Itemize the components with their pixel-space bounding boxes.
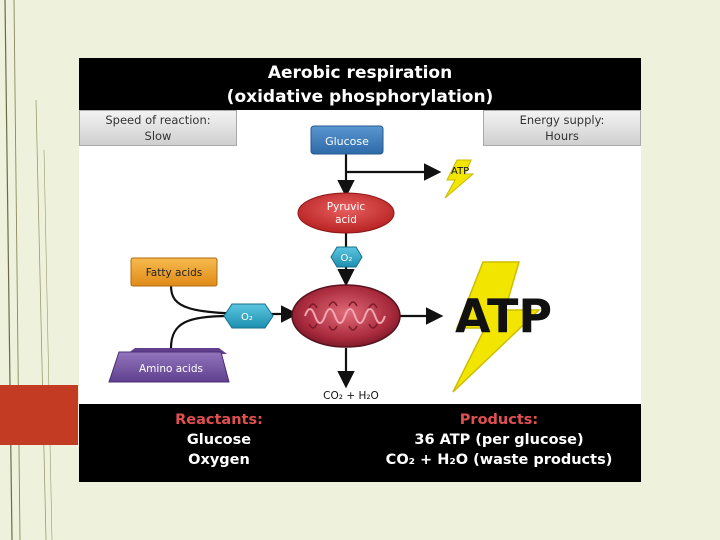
- reactant-item: Glucose: [186, 432, 252, 448]
- mitochondrion-icon: [291, 284, 401, 348]
- pyruvic-acid-node: [297, 192, 395, 234]
- reactants-column: Reactants: Glucose Oxygen: [139, 410, 299, 470]
- o2-top-label: O₂: [341, 253, 353, 264]
- decorative-line: [4, 0, 13, 540]
- amino-acids-label: Amino acids: [139, 363, 203, 375]
- speed-of-reaction-box: Speed of reaction: Slow: [79, 110, 237, 146]
- atp-small-bolt-icon: [444, 159, 475, 199]
- product-item: CO₂ + H₂O (waste products): [385, 452, 613, 468]
- atp-small-label: ATP: [451, 166, 469, 177]
- speed-value: Slow: [144, 129, 172, 143]
- arrow-amino-acids-to-mitochondrion: [169, 314, 230, 349]
- respiration-figure: Glucose ATP Pyruvic acid O₂ Fatty acids …: [79, 58, 641, 482]
- energy-value: Hours: [545, 129, 579, 143]
- energy-label: Energy supply:: [519, 113, 605, 127]
- figure-title-bar: Aerobic respiration (oxidative phosphory…: [79, 58, 641, 110]
- reactant-item: Oxygen: [188, 452, 250, 468]
- glucose-label: Glucose: [325, 135, 369, 148]
- output-label: CO₂ + H₂O: [323, 390, 379, 402]
- product-item: 36 ATP (per glucose): [414, 432, 584, 448]
- title-line-2: (oxidative phosphorylation): [226, 87, 494, 107]
- title-line-1: Aerobic respiration: [267, 63, 453, 83]
- pyruvic-label-line1: Pyruvic: [327, 201, 366, 213]
- products-column: Products: 36 ATP (per glucose) CO₂ + H₂O…: [379, 410, 619, 470]
- slide-accent-tab: [0, 385, 78, 445]
- atp-large-label: ATP: [455, 289, 552, 343]
- atp-large-bolt-icon: [452, 261, 541, 393]
- decorative-line: [43, 149, 53, 540]
- speed-label: Speed of reaction:: [105, 113, 211, 127]
- o2-left-node: [223, 303, 274, 329]
- energy-supply-box: Energy supply: Hours: [483, 110, 641, 146]
- pathway-diagram: Glucose ATP Pyruvic acid O₂ Fatty acids …: [108, 125, 552, 402]
- products-header: Products:: [459, 412, 539, 428]
- pyruvic-label-line2: acid: [335, 214, 357, 226]
- decorative-line: [35, 99, 47, 540]
- fatty-acids-node: [130, 257, 218, 287]
- summary-bar: Reactants: Glucose Oxygen Products: 36 A…: [79, 404, 641, 482]
- o2-top-node: [330, 246, 363, 268]
- decorative-line: [13, 0, 21, 540]
- glucose-node: [310, 125, 384, 155]
- reactants-header: Reactants:: [175, 412, 263, 428]
- fatty-acids-label: Fatty acids: [146, 267, 203, 279]
- o2-left-label: O₂: [241, 312, 253, 323]
- amino-acids-body: [108, 351, 230, 383]
